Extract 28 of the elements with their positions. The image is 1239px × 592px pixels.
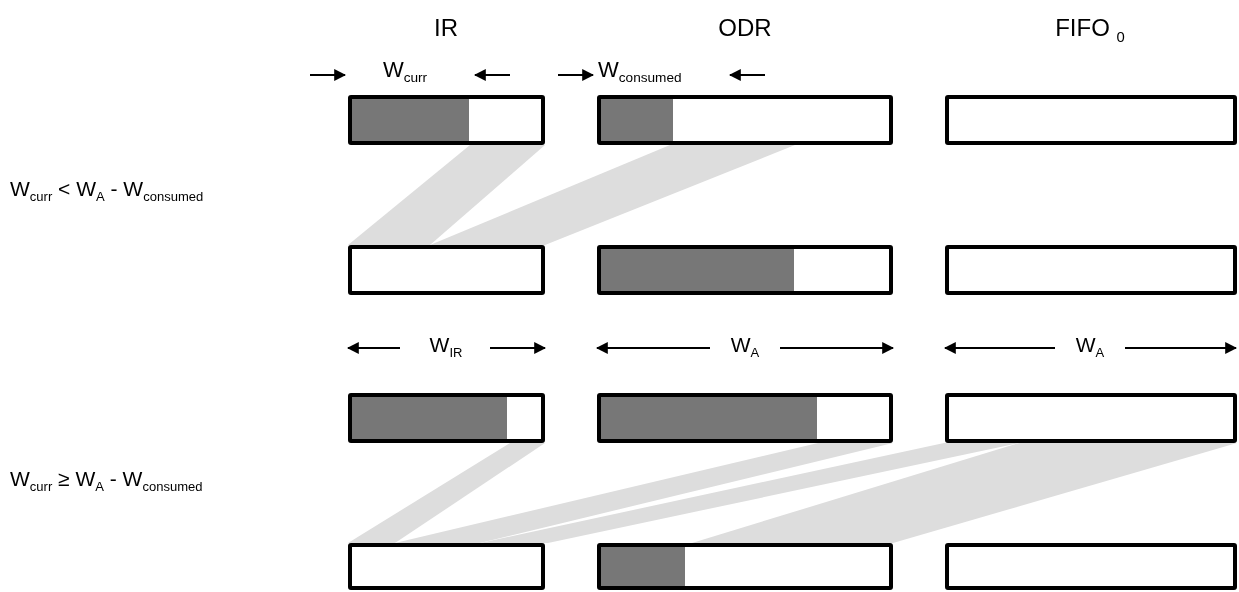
buffer-bar <box>348 95 545 145</box>
buffer-bar <box>597 95 893 145</box>
mapping-band <box>395 443 893 543</box>
column-heading: ODR <box>718 15 772 42</box>
buffer-bar <box>945 95 1237 145</box>
mapping-band <box>348 145 545 245</box>
width-label: W$_{IR}$ <box>429 333 463 361</box>
buffer-bar <box>348 393 545 443</box>
mapping-band <box>430 145 795 245</box>
buffer-bar <box>597 245 893 295</box>
width-label: W$_{curr}$ <box>382 58 428 86</box>
condition-label: W$_{curr}$ < W$_{A}$ - W$_{consumed}$ <box>10 177 204 205</box>
mapping-band <box>480 443 1019 543</box>
mapping-band <box>692 443 1237 543</box>
buffer-bar <box>348 543 545 590</box>
buffer-bar <box>945 393 1237 443</box>
column-heading: IR <box>434 15 458 42</box>
mapping-band <box>348 443 545 543</box>
buffer-bar <box>945 245 1237 295</box>
width-label: W$_{consumed}$ <box>598 58 682 86</box>
column-heading: FIFO $_{0}$ <box>1055 15 1125 46</box>
buffer-bar <box>597 393 893 443</box>
buffer-bar <box>597 543 893 590</box>
condition-label: W$_{curr}$ ≥ W$_{A}$ - W$_{consumed}$ <box>10 467 203 495</box>
buffer-bar <box>348 245 545 295</box>
width-label: W$_{A}$ <box>730 333 760 361</box>
width-label: W$_{A}$ <box>1075 333 1105 361</box>
buffer-bar <box>945 543 1237 590</box>
